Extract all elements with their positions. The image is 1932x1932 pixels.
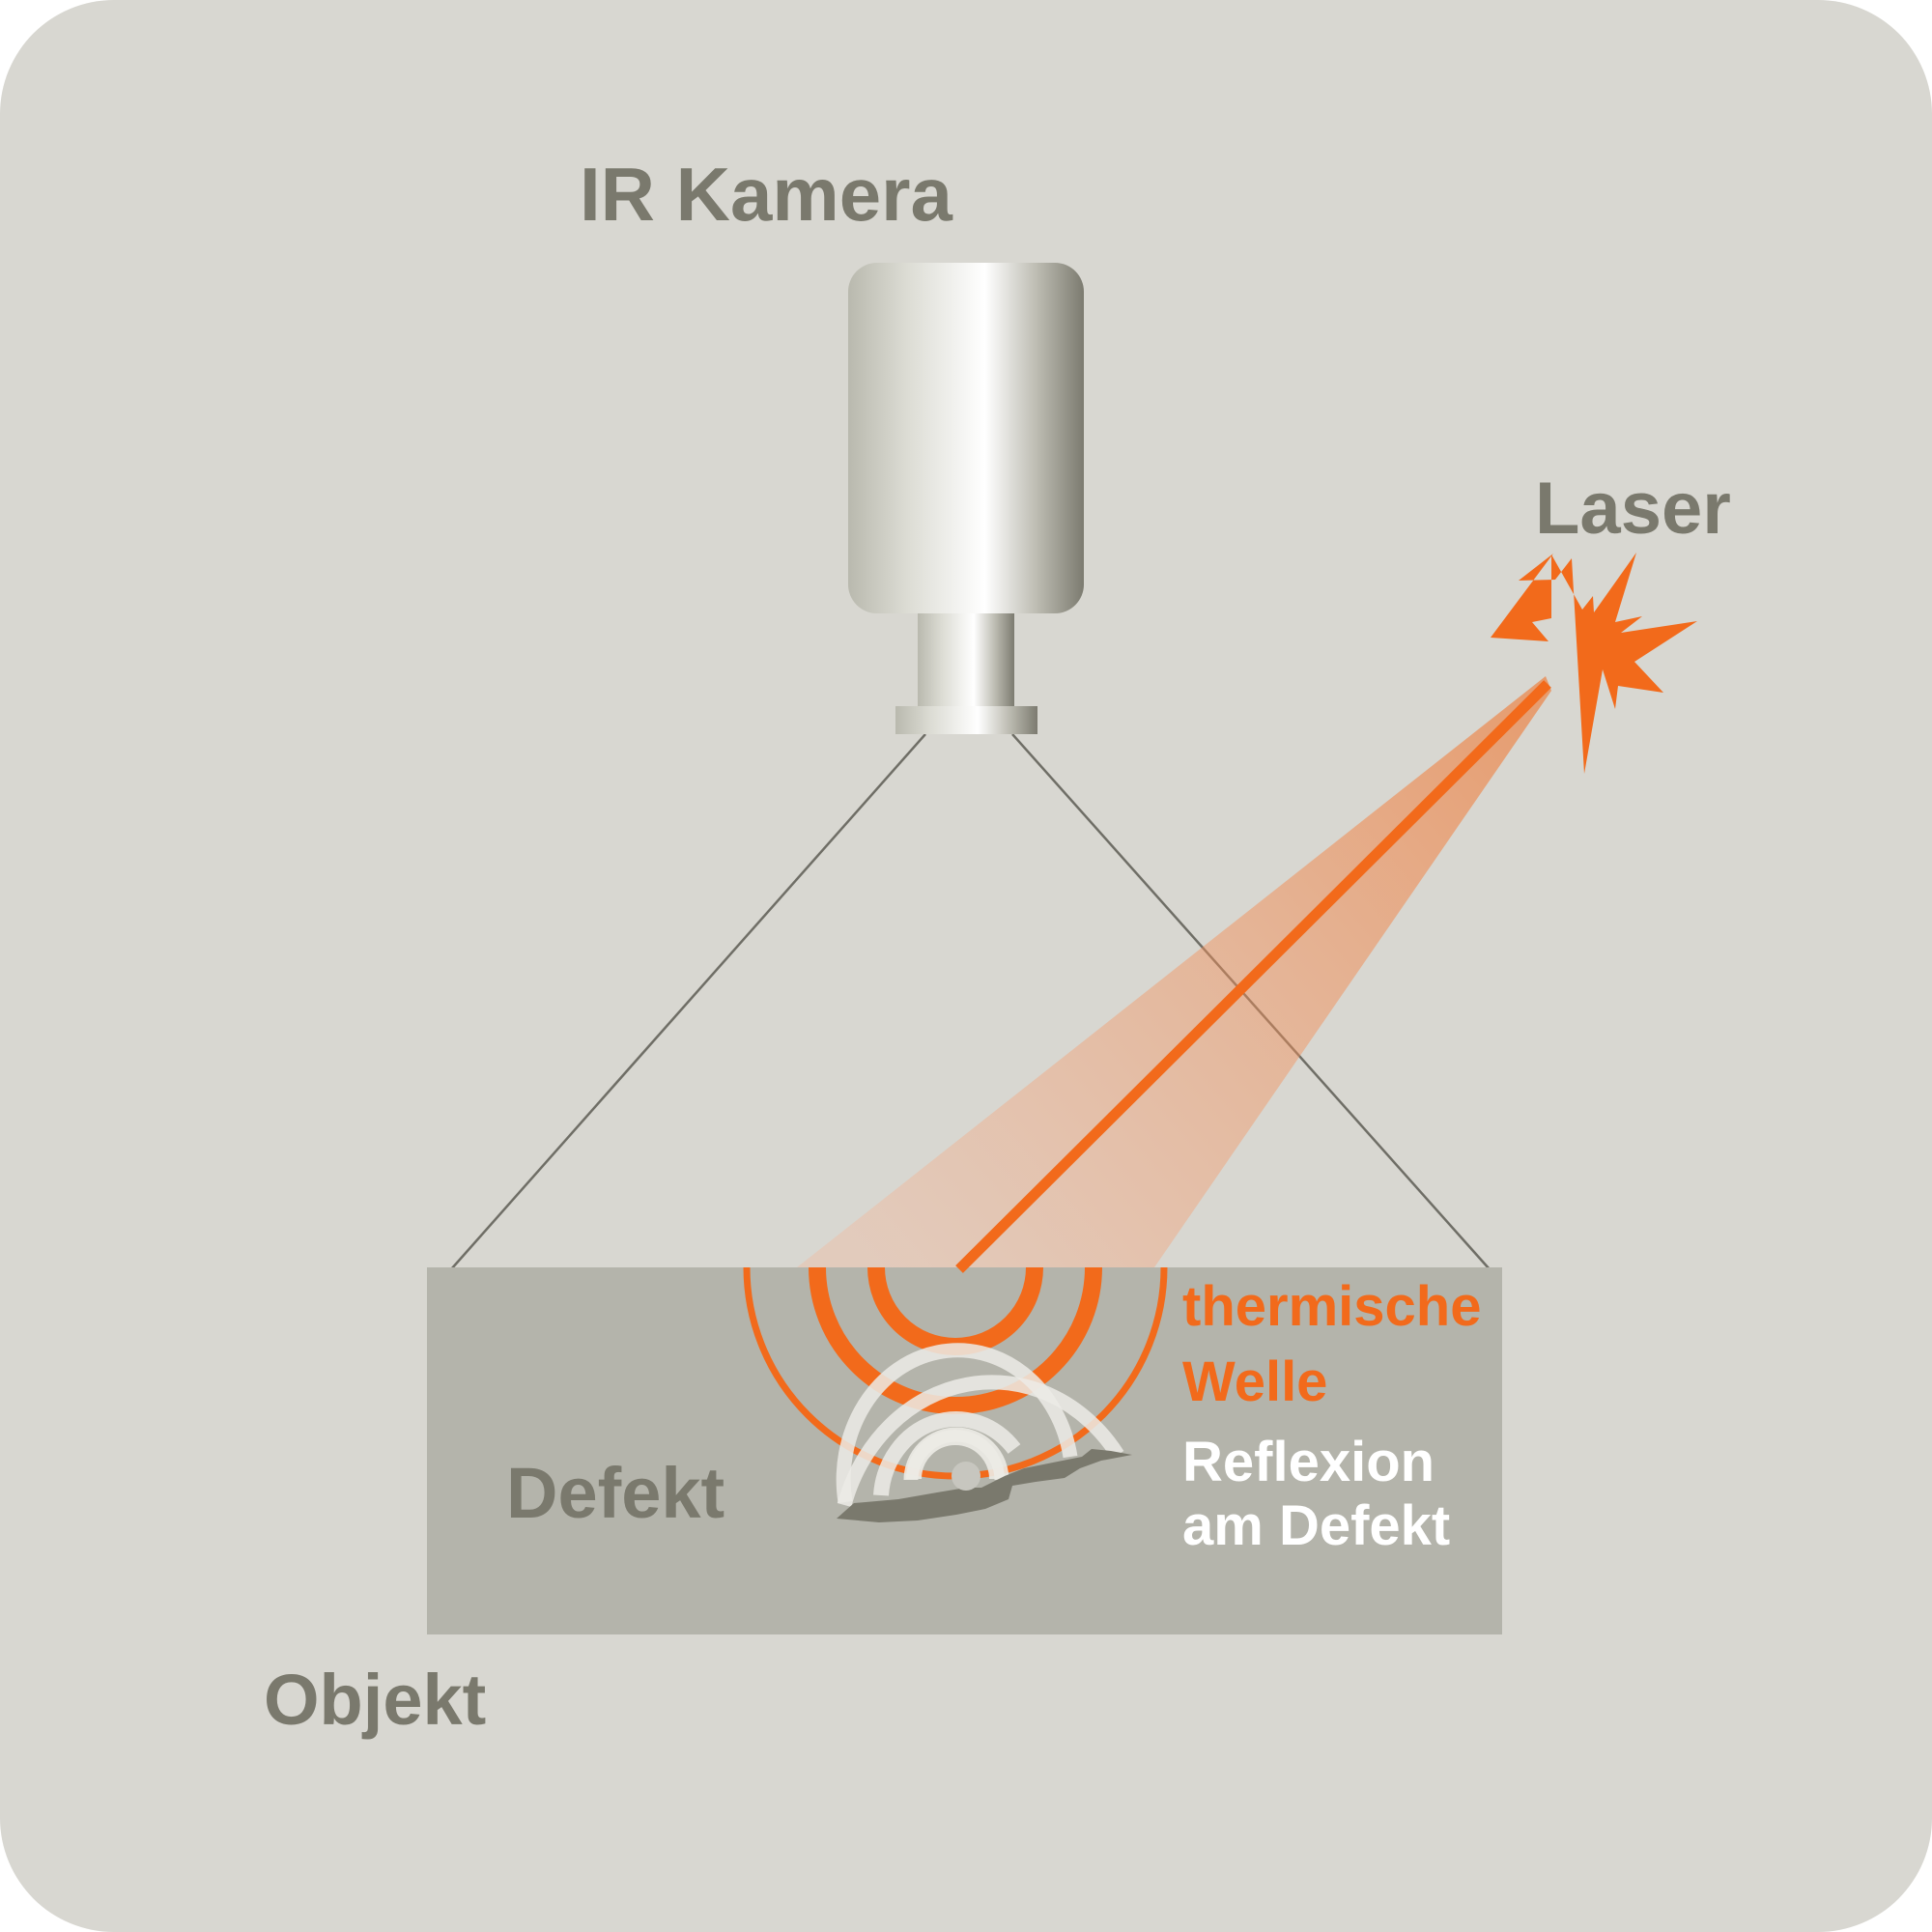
camera-label: IR Kamera — [580, 152, 952, 237]
laser-label: Laser — [1535, 468, 1731, 550]
laser-starburst — [1491, 553, 1697, 774]
reflection-label-line1: Reflexion — [1182, 1431, 1435, 1493]
reflection-wave-arc — [837, 1375, 1124, 1507]
thermal-wave-label-line2: Welle — [1182, 1350, 1327, 1413]
laser-beam-cone — [797, 676, 1551, 1267]
defect-bubble — [952, 1462, 980, 1491]
camera-lens-tube — [918, 613, 1014, 706]
defect-label: Defekt — [506, 1453, 724, 1533]
camera-body — [848, 263, 1084, 613]
defect-shape — [837, 1449, 1132, 1522]
laser-ray — [955, 680, 1551, 1273]
thermal-wave-arc — [809, 1267, 1102, 1414]
reflection-label-line2: am Defekt — [1182, 1494, 1450, 1557]
reflection-wave-arc — [873, 1411, 1021, 1496]
camera-lens-ring — [895, 706, 1037, 734]
object-block — [427, 1267, 1502, 1634]
object-label: Objekt — [264, 1660, 486, 1740]
camera-view-line-left — [450, 733, 926, 1270]
thermal-wave-label-line1: thermische — [1182, 1275, 1481, 1338]
reflection-wave-arc — [903, 1427, 1009, 1481]
